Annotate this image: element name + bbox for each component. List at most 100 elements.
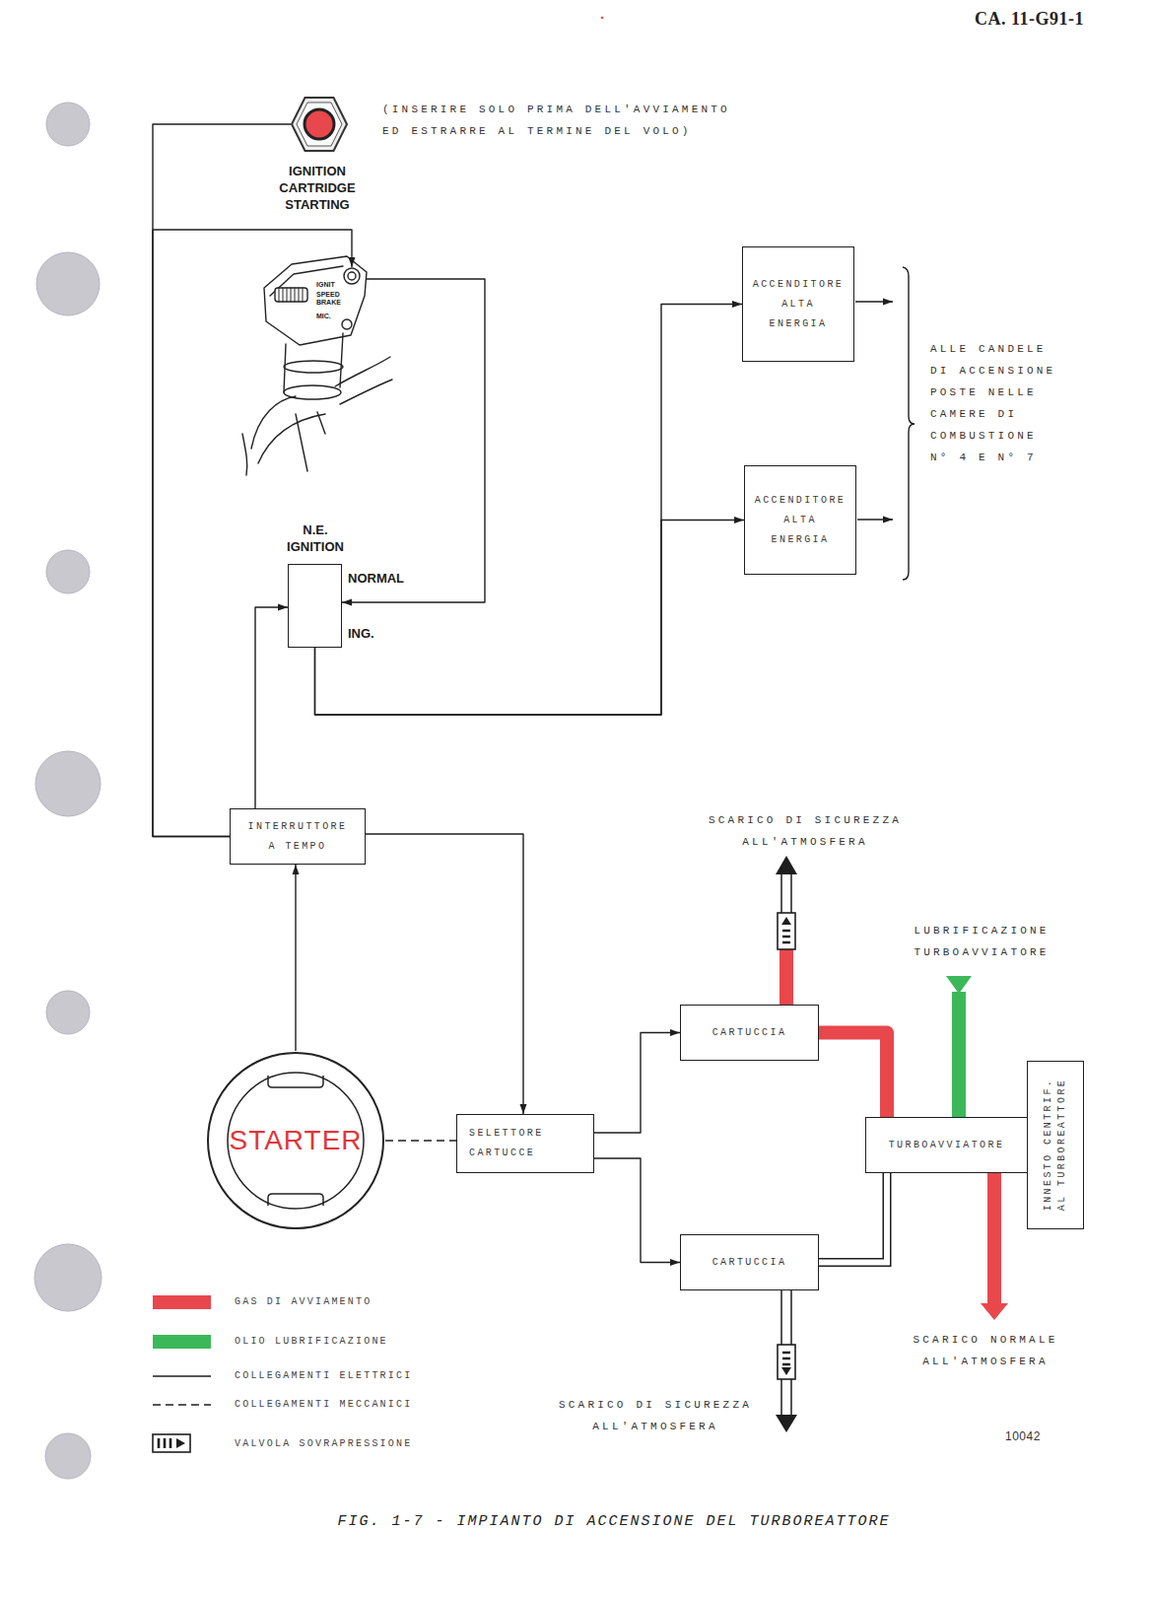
upper-relief-vent — [775, 855, 798, 1005]
legend-row: OLIO LUBRIFICAZIONE — [147, 1332, 444, 1351]
ignition-button — [343, 268, 360, 284]
binder-hole — [46, 990, 90, 1034]
gas-pipe — [779, 948, 794, 1005]
igniter-box: ACCENDITORE ALTA ENERGIA — [744, 465, 857, 575]
output-arrow — [855, 300, 893, 302]
valve-arrow — [781, 1366, 792, 1375]
box-label: ACCENDITORE ALTA ENERGIA — [752, 490, 848, 550]
wire — [594, 1032, 680, 1134]
hex-nut-outline — [290, 95, 348, 153]
mechanical-link — [385, 1139, 457, 1141]
box-label: INTERRUTTORE A TEMPO — [242, 816, 353, 857]
gas-pipe — [987, 1172, 1002, 1304]
oil-pipe — [951, 991, 966, 1117]
grip-head — [264, 256, 367, 345]
timer-switch-box: INTERRUTTORE A TEMPO — [229, 808, 366, 865]
relief-valve — [777, 912, 796, 949]
connector-group — [152, 229, 352, 837]
vent-pipe — [781, 1378, 792, 1416]
button-tab — [268, 1075, 324, 1087]
binder-holes — [34, 102, 102, 1479]
normal-exhaust — [980, 1172, 1009, 1320]
vent-pipe — [781, 873, 792, 913]
connector-group — [385, 1140, 457, 1142]
grip-marking: SPEED BRAKE — [315, 290, 347, 307]
grip-band — [283, 360, 343, 373]
gas-pipe — [818, 1032, 887, 1118]
pipe-core — [818, 1172, 887, 1263]
wire — [294, 864, 296, 1051]
legend-text: OLIO LUBRIFICAZIONE — [234, 1332, 389, 1351]
connector-group — [594, 1032, 680, 1134]
connector-group — [315, 520, 746, 716]
note: (INSERIRE SOLO PRIMA DELL'AVVIAMENTO ED … — [382, 98, 752, 142]
outer-ring — [207, 1052, 384, 1228]
legend-line-sample — [152, 1374, 211, 1376]
oil-arrow — [946, 975, 972, 994]
ignition-button-cap — [347, 271, 356, 280]
legend-valve-sample — [152, 1433, 191, 1452]
box-label: ACCENDITORE ALTA ENERGIA — [750, 274, 846, 335]
brace — [902, 267, 915, 580]
legend-text: COLLEGAMENTI MECCANICI — [234, 1395, 412, 1414]
binder-hole — [46, 549, 90, 594]
connector-group — [594, 1157, 680, 1263]
legend-row: VALVOLA SOVRAPRESSIONE — [147, 1434, 444, 1453]
outlet-label: SCARICO DI SICUREZZA ALL'ATMOSFERA — [551, 1393, 759, 1437]
wire — [594, 1157, 680, 1263]
switch-position: ING. — [347, 624, 375, 642]
connectors — [152, 124, 887, 1263]
outlet-label: SCARICO NORMALE ALL'ATMOSFERA — [908, 1328, 1063, 1372]
grip-marking: MIC. — [315, 312, 333, 321]
connector-group — [818, 1172, 887, 1263]
button-label: IGNITION CARTRIDGE STARTING — [264, 162, 371, 213]
oil-line — [946, 975, 972, 1117]
hex-outline — [291, 97, 347, 151]
exhaust-arrow — [980, 1302, 1009, 1320]
connector-group — [255, 607, 288, 809]
wheel-knurl — [278, 287, 303, 302]
connector-group — [341, 278, 485, 603]
valve-bars — [782, 1352, 791, 1364]
binder-hole — [45, 1432, 91, 1479]
grip-marking: IGNIT — [315, 280, 337, 289]
box-label: CARTUCCIA — [712, 1252, 788, 1273]
clutch-box: INNESTO CENTRIF. AL TURBOREATTORE — [1026, 1060, 1085, 1229]
vent-pipe — [781, 1289, 792, 1345]
wire — [315, 304, 744, 716]
hand-outline — [258, 413, 326, 464]
print-dot — [601, 16, 605, 20]
valve-arrow — [781, 916, 792, 925]
outlet-label: SCARICO DI SICUREZZA ALL'ATMOSFERA — [701, 809, 909, 853]
inner-ring — [227, 1072, 364, 1209]
cartridge-box: CARTUCCIA — [679, 1233, 819, 1290]
wire — [152, 124, 291, 837]
starter-button: STARTER — [205, 1050, 386, 1230]
legend-text: COLLEGAMENTI ELETTRICI — [234, 1366, 412, 1385]
ignition-cartridge-button: IGNITION CARTRIDGE STARTING — [290, 95, 348, 153]
output-arrow — [857, 518, 893, 520]
binder-hole — [35, 750, 101, 816]
speed-brake-wheel — [274, 287, 308, 302]
vent-arrow — [775, 855, 798, 875]
throttle-illustration — [242, 256, 393, 475]
figure-caption: FIG. 1-7 - IMPIANTO DI ACCENSIONE DEL TU… — [197, 1512, 1031, 1530]
sleeve-fold — [295, 411, 326, 472]
legend-row: COLLEGAMENTI ELETTRICI — [147, 1366, 444, 1385]
valve-bars — [782, 930, 791, 943]
igniter-outputs — [855, 267, 915, 580]
legend-samples — [152, 1375, 211, 1452]
figure-number: 10042 — [1005, 1424, 1065, 1447]
connector-group — [295, 864, 297, 1051]
binder-hole — [34, 1243, 102, 1311]
throttle-grip: IGNITSPEED BRAKE MIC. — [246, 267, 367, 474]
mic-button — [341, 319, 352, 330]
hand-outline — [242, 433, 248, 475]
box-label: INNESTO CENTRIF. AL TURBOREATTORE — [1041, 1075, 1070, 1214]
hex-inner — [296, 102, 342, 146]
destination-note: ALLE CANDELE DI ACCENSIONE POSTE NELLE C… — [930, 338, 1063, 469]
document-code: CA. 11-G91-1 — [916, 7, 1085, 30]
legend-valve-bars — [158, 1437, 171, 1448]
legend-text: VALVOLA SOVRAPRESSIONE — [234, 1434, 412, 1453]
